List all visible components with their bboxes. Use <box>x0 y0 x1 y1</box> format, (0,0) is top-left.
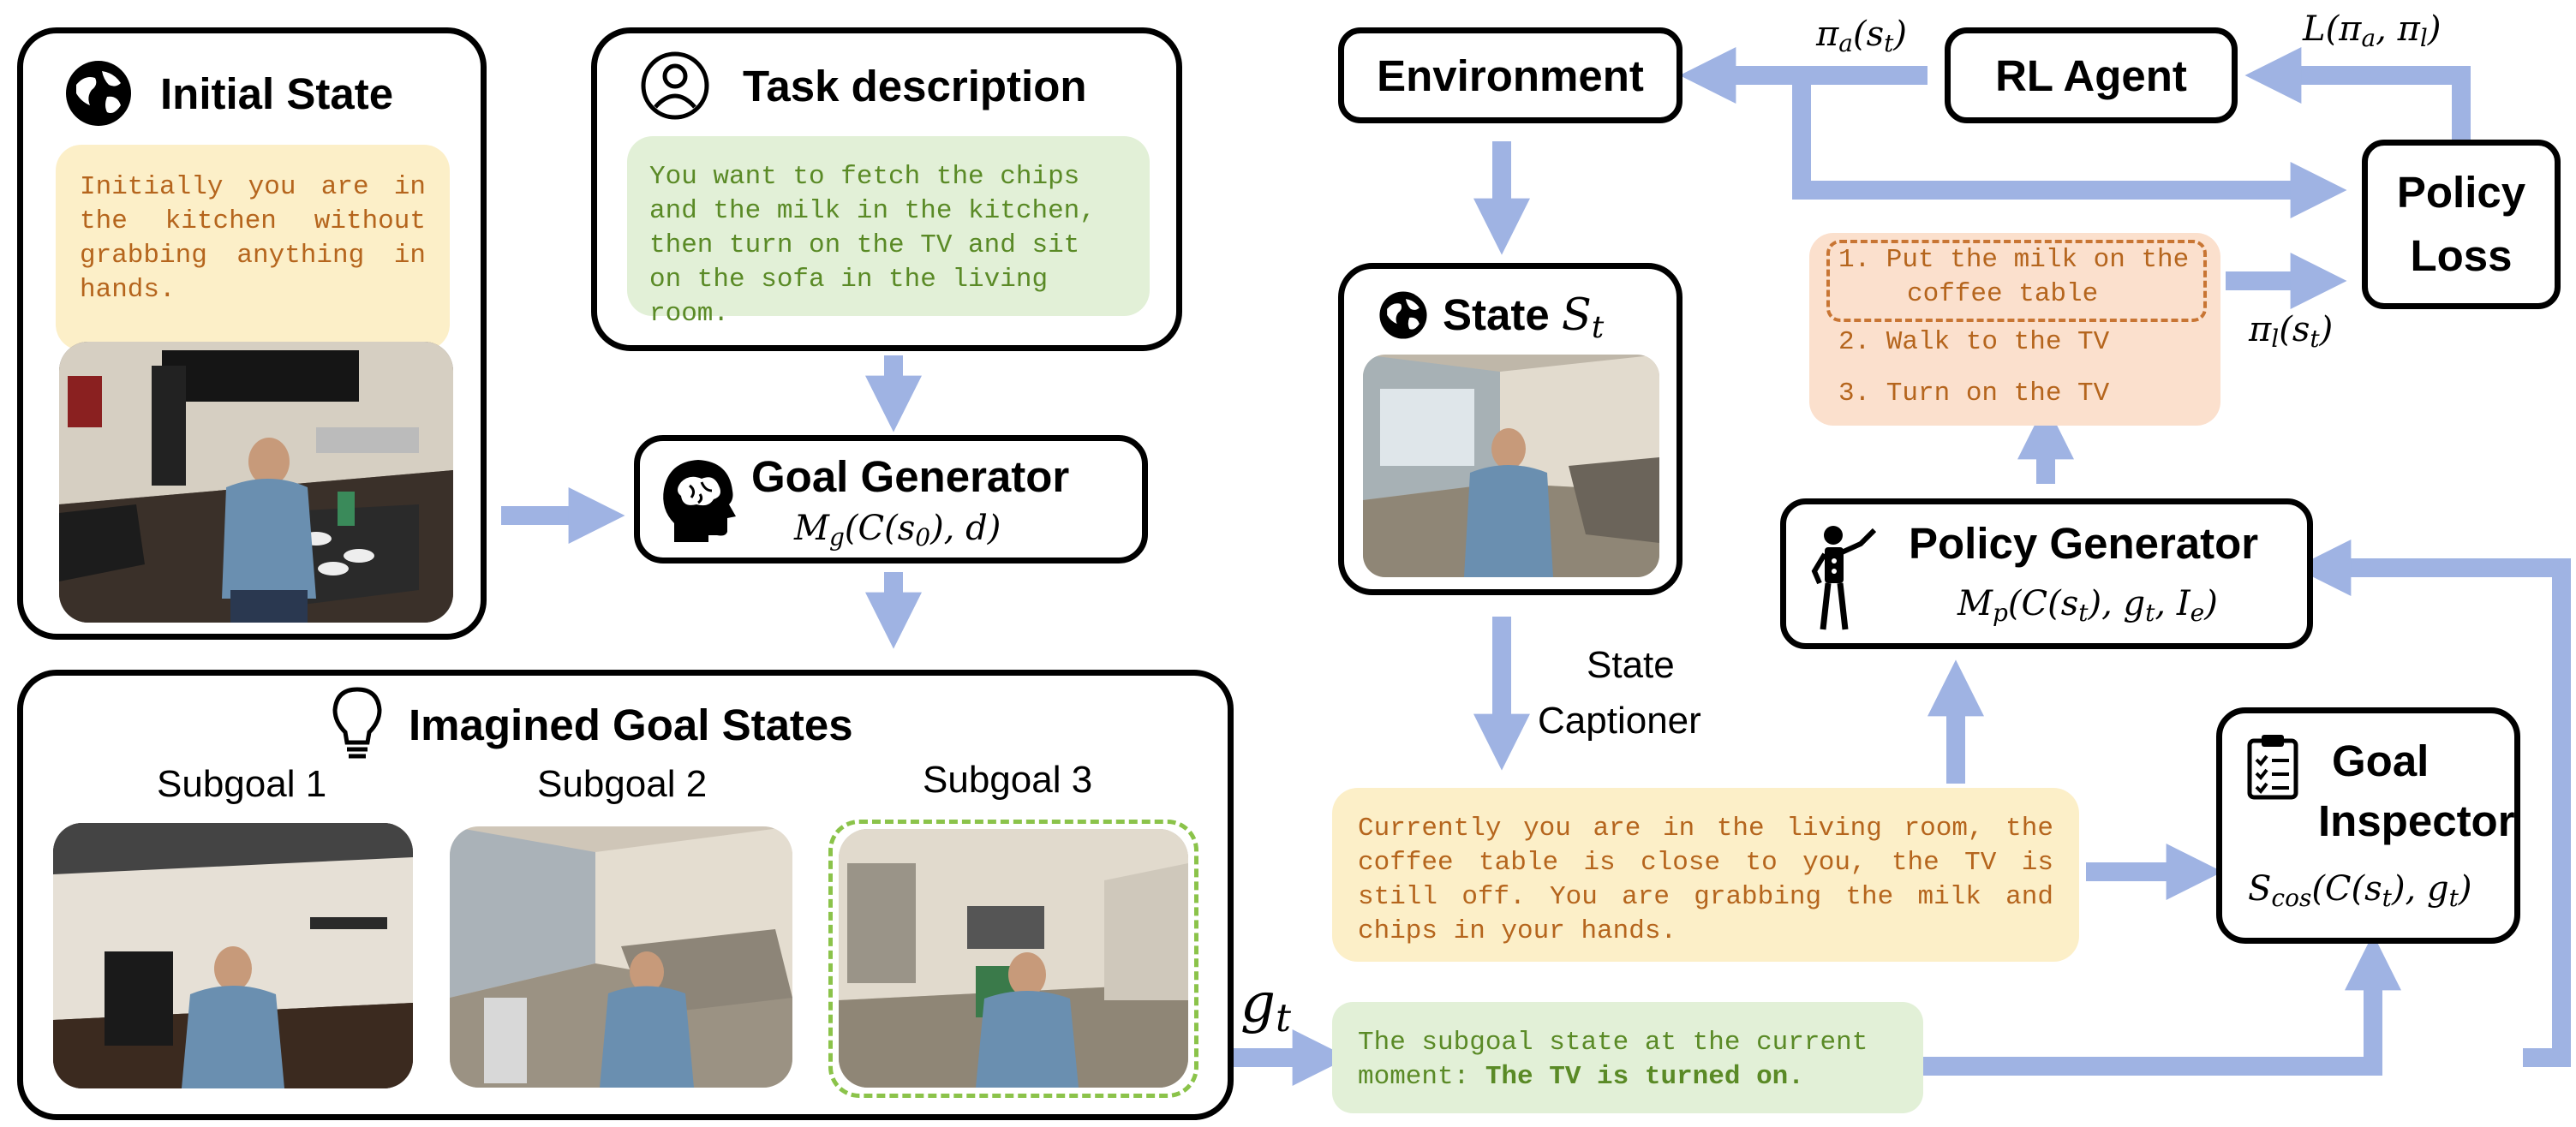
policy-loss-title-line2: Loss <box>2410 231 2513 280</box>
subgoal-1-image <box>53 823 413 1088</box>
brain-head-icon <box>663 460 736 542</box>
goal-inspector-title-line2: Inspector <box>2318 796 2515 845</box>
policy-generator-title: Policy Generator <box>1909 519 2259 568</box>
rl-agent-box: RL Agent <box>1945 27 2238 123</box>
imagined-goal-states-panel: Imagined Goal States Subgoal 1 Subgoal 2… <box>17 670 1234 1120</box>
policy-loss-title-line1: Policy <box>2396 168 2526 218</box>
task-description-title: Task description <box>743 62 1087 110</box>
policy-generator-box: Policy Generator Mp(C(st), gt, Ie) <box>1780 498 2313 649</box>
state-caption-text: Currently you are in the living room, th… <box>1358 814 2053 946</box>
policy-list-box: 1. Put the milk on the coffee table 2. W… <box>1809 233 2220 426</box>
policy-list-item-3: 3. Turn on the TV <box>1838 379 2110 408</box>
state-title: State St <box>1443 293 1604 343</box>
state-caption-box: Currently you are in the living room, th… <box>1332 788 2079 962</box>
goal-generator-box: Goal Generator Mg(C(s0), d) <box>634 435 1148 564</box>
environment-box: Environment <box>1338 27 1682 123</box>
state-captioner-label-line1: State <box>1587 644 1675 686</box>
task-description-text-content: You want to fetch the chips and the milk… <box>649 162 1096 329</box>
robot-pointing-icon <box>1811 526 1876 630</box>
policy-list-item-2: 2. Walk to the TV <box>1838 327 2110 357</box>
state-captioner-label-line2: Captioner <box>1538 700 1701 742</box>
state-title-text: State <box>1443 290 1550 339</box>
arrow-inspector-to-gen <box>2294 540 2571 1067</box>
task-description-text: You want to fetch the chips and the milk… <box>627 136 1150 329</box>
initial-state-text-content: Initially you are in the kitchen without… <box>80 172 426 305</box>
g-t-label: gt <box>1240 972 1291 1041</box>
imagined-goal-states-title: Imagined Goal States <box>409 701 853 749</box>
initial-state-image <box>59 342 453 623</box>
state-panel: State St <box>1338 263 1682 595</box>
goal-generator-formula: Mg(C(s0), d) <box>794 509 1001 552</box>
subgoal-3-image <box>839 829 1188 1088</box>
lightbulb-icon <box>332 687 382 759</box>
goal-generator-title: Goal Generator <box>751 452 1070 501</box>
arrow-subgoal-to-inspector <box>1923 933 2401 1076</box>
initial-state-panel: Initial State Initially you are in the k… <box>17 27 487 640</box>
subgoal-state-bold: The TV is turned on. <box>1485 1062 1804 1092</box>
subgoal-3-label: Subgoal 3 <box>923 759 1093 801</box>
subgoal-3-highlight-border <box>828 820 1198 1098</box>
initial-state-text: Initially you are in the kitchen without… <box>56 145 450 350</box>
state-symbol: St <box>1561 290 1605 345</box>
rl-agent-title: RL Agent <box>1995 51 2187 100</box>
pi-a-label: πa(st) <box>1816 15 1908 57</box>
state-image <box>1363 355 1659 577</box>
globe-icon <box>1379 291 1427 339</box>
initial-state-title: Initial State <box>160 69 394 118</box>
goal-inspector-title-line1: Goal <box>2332 736 2430 785</box>
subgoal-state-box: The subgoal state at the current moment:… <box>1332 1002 1923 1113</box>
arrow-loss-to-rl <box>2244 47 2471 141</box>
subgoal-2-image <box>450 826 792 1088</box>
arrow-pia-to-loss <box>1792 75 2347 218</box>
policy-list-highlight-border <box>1826 240 2207 322</box>
subgoal-2-label: Subgoal 2 <box>537 763 708 805</box>
pi-l-label: πl(st) <box>2249 310 2334 353</box>
subgoal-1-label: Subgoal 1 <box>157 763 327 805</box>
policy-list-item-1: 1. Put the milk on the coffee table <box>1838 245 2190 309</box>
environment-title: Environment <box>1377 51 1644 100</box>
goal-inspector-box: Goal Inspector Scos(C(st), gt) <box>2216 707 2520 944</box>
user-icon <box>641 51 709 120</box>
globe-icon <box>66 61 131 126</box>
goal-inspector-formula: Scos(C(st), gt) <box>2248 869 2472 912</box>
task-description-panel: Task description You want to fetch the c… <box>591 27 1182 351</box>
subgoal-state-prefix: The subgoal state at the current moment: <box>1358 1028 1868 1092</box>
policy-loss-box: Policy Loss <box>2362 140 2561 309</box>
policy-generator-formula: Mp(C(st), gt, Ie) <box>1957 584 2218 627</box>
clipboard-checklist-icon <box>2247 735 2298 800</box>
loss-label: L(πa, πl) <box>2303 9 2442 52</box>
